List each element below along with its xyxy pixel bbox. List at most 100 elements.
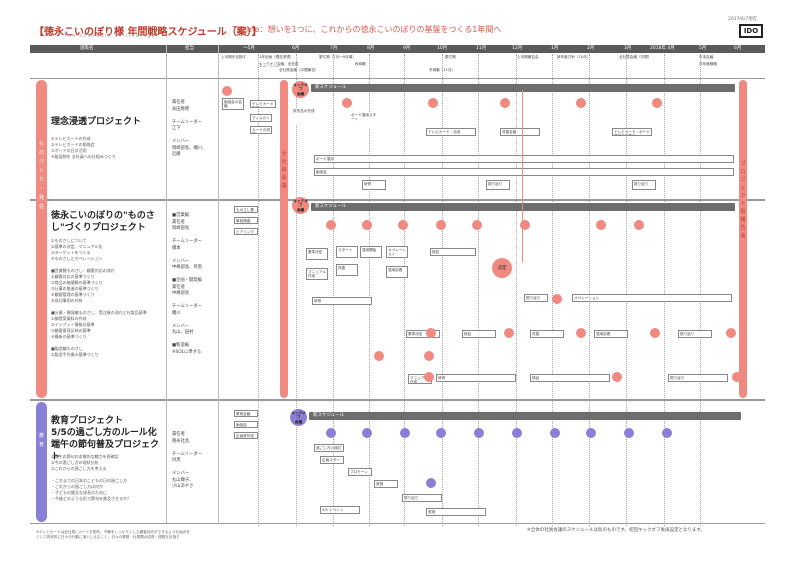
task-box: ものさし基準	[234, 206, 258, 213]
milestone-dot	[400, 428, 410, 438]
owner-column-divider	[166, 45, 167, 524]
milestone-dot	[520, 220, 530, 230]
schedule-bar-label: 新スケジュール	[315, 204, 347, 209]
task-box: 振り返り	[524, 294, 548, 302]
milestone-dot	[428, 98, 438, 108]
milestone-dot	[424, 372, 434, 382]
month-7: 12月	[512, 46, 523, 51]
task-box: 事前調査	[234, 217, 258, 224]
grid-line	[700, 54, 702, 526]
grid-line	[589, 54, 591, 526]
month-13: 6月	[734, 46, 742, 51]
all-hands-column: 全 社 員 会 議	[280, 80, 288, 398]
top-note: 繁忙期	[444, 54, 484, 60]
task-box: 振り返り	[668, 374, 728, 382]
kickoff-marker: キックオフ 会議	[292, 197, 309, 214]
all-hands-label: 全 社 員 会 議	[281, 151, 287, 189]
month-3: 8月	[367, 46, 375, 51]
task-box: 基準決定	[306, 248, 328, 260]
task-box: 実施	[426, 508, 486, 516]
grid-line	[442, 54, 444, 526]
milestone-dot	[426, 478, 436, 488]
month-9: 2月	[587, 46, 595, 51]
task-box: スタート	[336, 246, 358, 258]
top-note: 冬商戦（11月）	[428, 67, 470, 73]
grid-line	[404, 54, 406, 526]
month-11: 2018年 4月	[650, 46, 675, 51]
task-box: 研修	[362, 180, 386, 190]
project-name: 理念浸透プロジェクト	[51, 117, 142, 127]
row-band-3	[30, 400, 765, 524]
task-box: 企画スタート	[320, 456, 344, 464]
task-box: 振り返り	[486, 180, 510, 190]
task-box: 改善	[336, 264, 358, 276]
project-name: 徳永こいのぼりの"ものさし"づくりプロジェクト	[51, 211, 155, 233]
milestone-dot	[662, 428, 672, 438]
report-column: プ ロ ジ ェ ク ト 別 報 告 会	[739, 80, 747, 398]
milestone-dot	[576, 328, 586, 338]
task-box: 検証	[430, 248, 476, 256]
milestone-dot	[612, 372, 622, 382]
milestone-dot	[504, 328, 514, 338]
document-date: 2017/6/7現在	[728, 17, 758, 22]
report-label: プ ロ ジ ェ ク ト 別 報 告 会	[740, 161, 746, 239]
milestone-dot	[436, 428, 446, 438]
milestone-dot	[726, 328, 736, 338]
top-note: 年末会議	[698, 54, 738, 60]
top-note: 次年度戦略	[698, 61, 738, 67]
grid-line	[664, 54, 666, 526]
task-box: 改善会議	[500, 128, 540, 136]
project-name: 教育プロジェクト 5/5の過ごし方のルール化 端午の節句普及プロジェクト	[51, 416, 160, 462]
task-box: 振り返り	[678, 330, 712, 338]
milestone-dot	[596, 220, 606, 230]
milestone-dot	[552, 294, 562, 304]
kickoff-marker: キックオフ 会議	[292, 81, 309, 98]
milestone-dot	[550, 428, 560, 438]
milestone-dot	[374, 351, 384, 361]
task-box: 教育会議	[234, 410, 258, 417]
row-band-1	[30, 78, 765, 200]
milestone-dot	[586, 428, 596, 438]
month-0: 〜5月	[243, 46, 255, 51]
month-10: 3月	[624, 46, 632, 51]
milestone-dot	[326, 220, 336, 230]
task-box: 改善	[530, 330, 564, 338]
month-8: 1月	[551, 46, 559, 51]
task-box: 研修	[436, 374, 516, 382]
milestone-dot	[424, 351, 434, 361]
schedule-bar-label: 新スケジュール	[315, 85, 347, 90]
top-note: 上半期を目指す	[220, 54, 256, 60]
top-note: 繁忙期（7月〜9月頃）	[318, 54, 358, 60]
project-description: ①ものさしについて ②基準の決定、マニュアル化 ③ターゲットをつくる ④ものさし…	[51, 238, 147, 357]
task-box: 勉強会	[314, 168, 734, 176]
task-box: 運用開始	[360, 246, 382, 258]
footer-left-note: ※テレビカードは全社員にカードを配布。不備をしっかりとした顧客対応ができるよう仕…	[36, 530, 190, 539]
milestone-dot	[634, 220, 644, 230]
task-box: 振り返り	[402, 494, 442, 502]
header-owner: 担当	[185, 46, 194, 51]
grid-line	[296, 54, 298, 526]
schedule-bar: 新スケジュール	[311, 203, 735, 211]
task-box: 勉強会の会議	[222, 98, 244, 110]
milestone-dot	[652, 98, 662, 108]
grid-line	[552, 54, 554, 526]
task-box: テレビカード作成	[250, 100, 276, 108]
task-box: 検証	[530, 374, 610, 382]
project-description: ①端午の節句の本質的な魅力を再確認 ②今の過ごし方の現状分析 ③これからの過ごし…	[51, 454, 131, 501]
month-1: 6月	[292, 46, 300, 51]
timeline-header: 施策名 担当 〜5月 6月 7月 8月 9月 10月 11月 12月 1月 2月…	[30, 45, 765, 53]
task-box: ボード運用スタート	[350, 112, 378, 128]
milestone-dot	[512, 428, 522, 438]
document-subtitle: The schedule of strategy	[64, 34, 156, 39]
grid-line	[333, 54, 335, 526]
milestone-dot	[362, 220, 372, 230]
month-12: 5月	[699, 46, 707, 51]
milestone-dot	[362, 428, 372, 438]
lane-education: 教 育	[36, 402, 47, 522]
lane-label: も の づ く り ・ 発 信	[38, 141, 44, 210]
row-band-2	[30, 200, 765, 400]
milestone-dot	[342, 98, 352, 108]
grid-line	[258, 54, 260, 526]
grid-line	[478, 54, 480, 526]
milestone-dot	[500, 98, 510, 108]
